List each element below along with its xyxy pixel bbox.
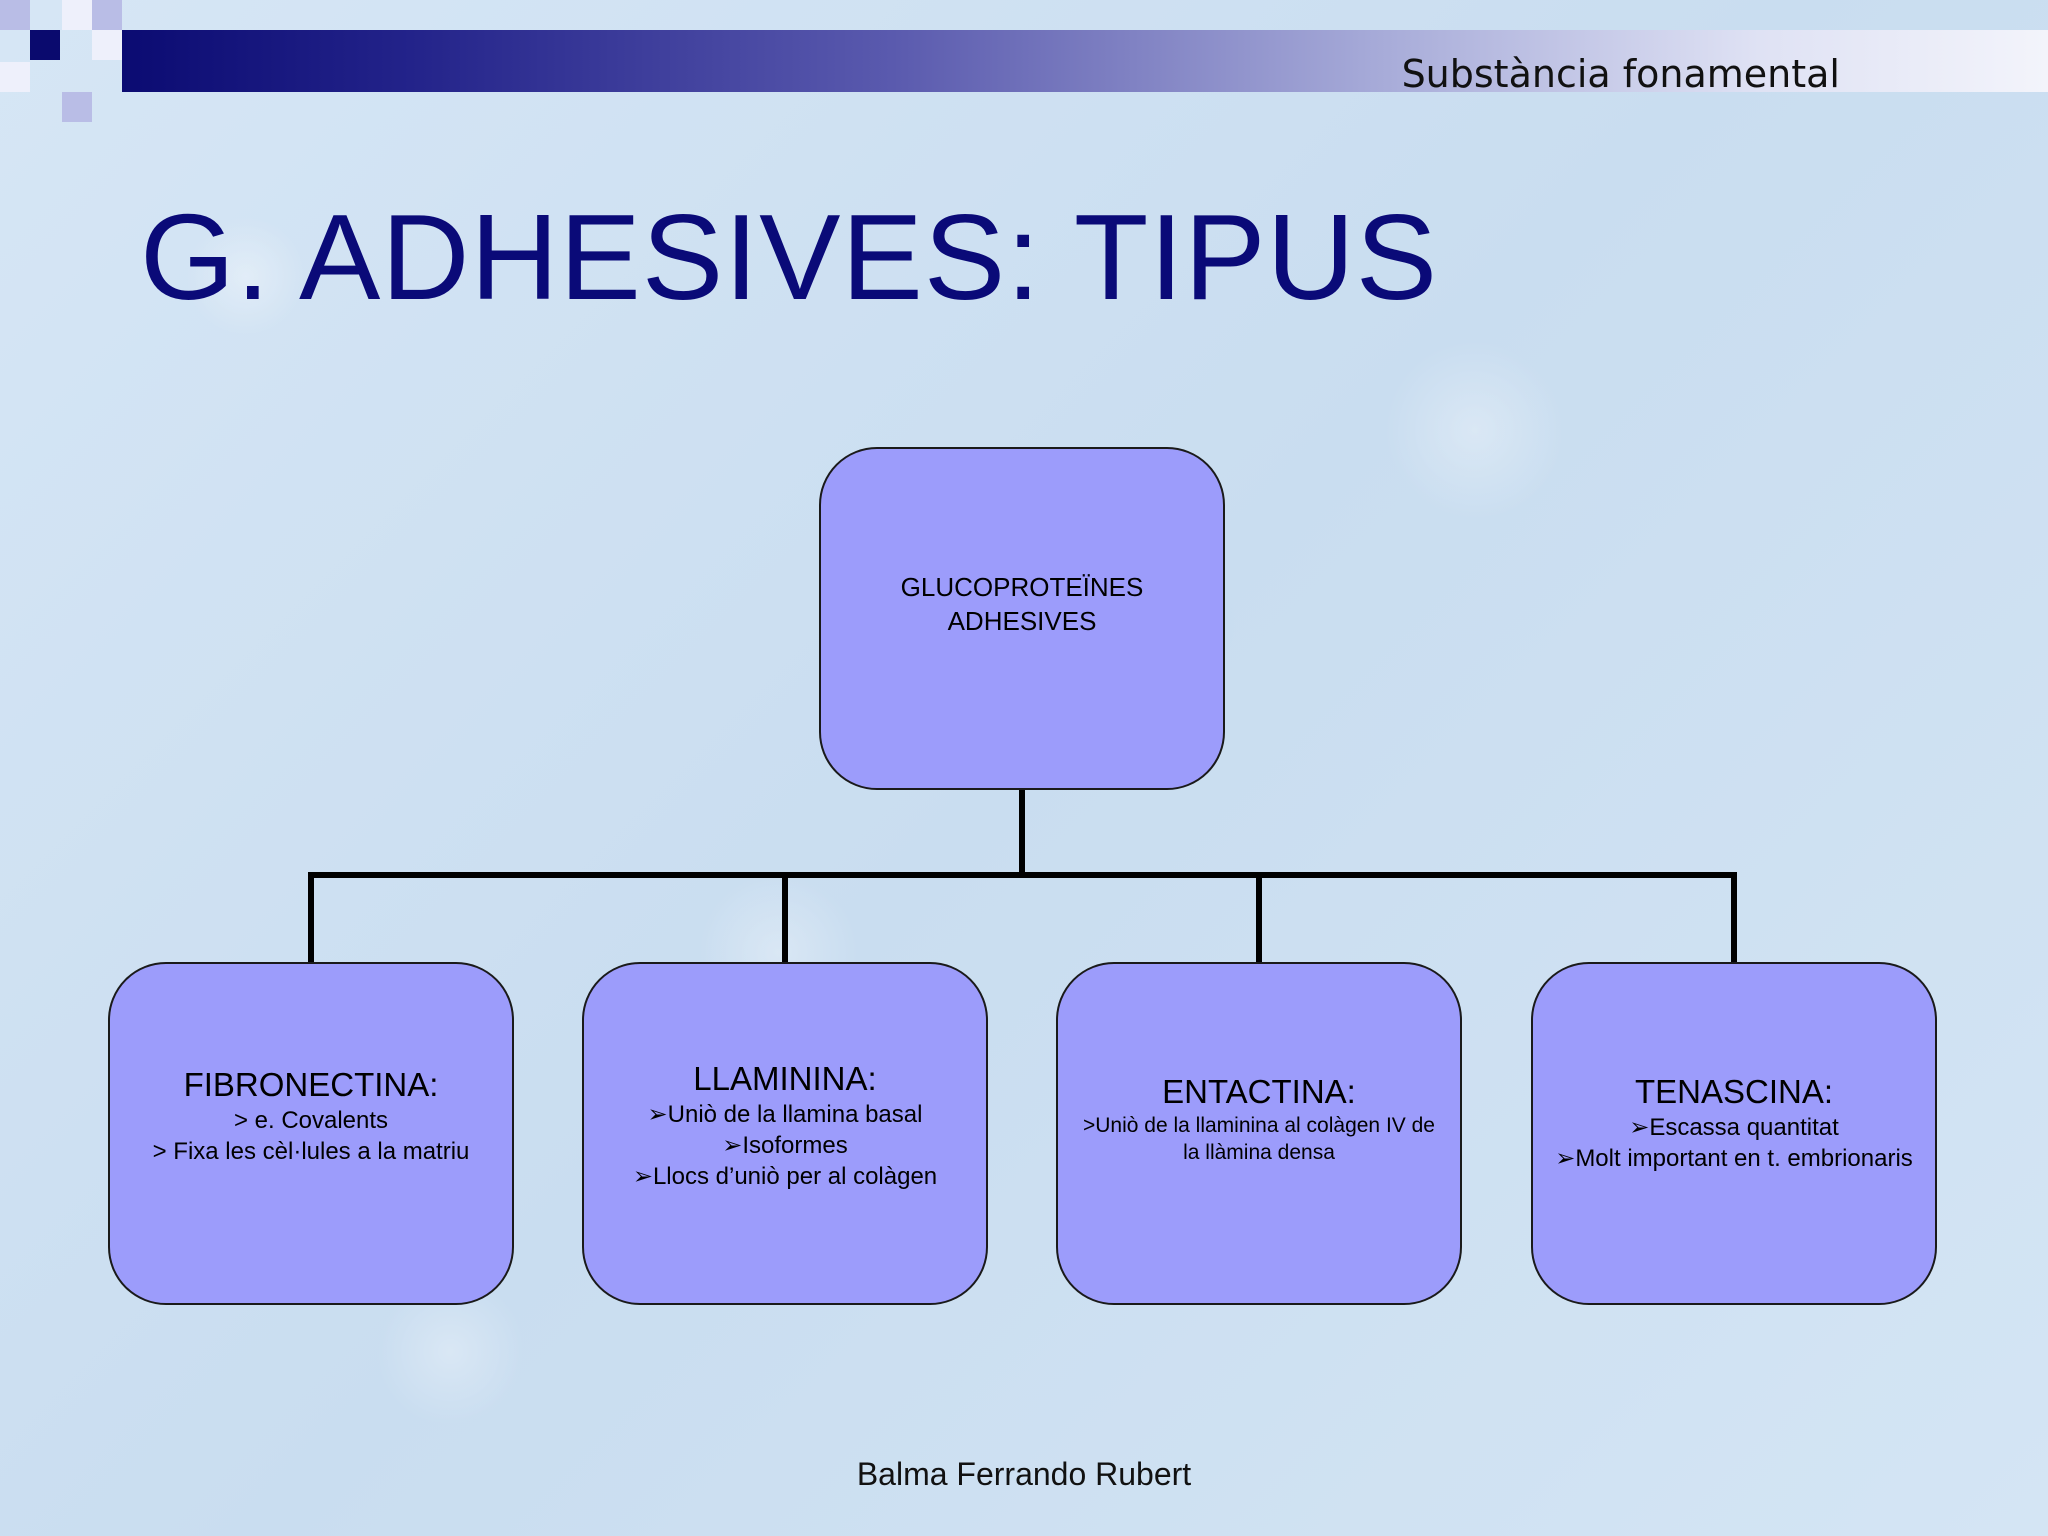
root-node: GLUCOPROTEÏNES ADHESIVES	[819, 447, 1225, 790]
node-heading: TENASCINA:	[1634, 1072, 1834, 1110]
node-line: ➢Molt important en t. embrionaris	[1555, 1144, 1913, 1172]
child-node-llaminina: LLAMININA: ➢Uniò de la llamina basal ➢Is…	[582, 962, 988, 1305]
child-node-entactina: ENTACTINA: >Uniò de la llaminina al colà…	[1056, 962, 1462, 1305]
decor-square	[0, 0, 30, 30]
slide-title: G. ADHESIVES: TIPUS	[140, 189, 1439, 325]
node-heading: LLAMININA:	[693, 1060, 877, 1097]
node-line: ➢Escassa quantitat	[1629, 1113, 1839, 1141]
node-line: >Uniò de la llaminina al colàgen IV de l…	[1083, 1113, 1435, 1164]
decor-square	[92, 30, 122, 60]
decor-square	[92, 0, 122, 30]
node-heading: ENTACTINA:	[1162, 1072, 1356, 1110]
node-line: ➢Uniò de la llamina basal	[647, 1101, 923, 1128]
slide-footer-author: Balma Ferrando Rubert	[856, 1456, 1192, 1492]
node-line: > Fixa les cèl·lules a la matriu	[152, 1137, 470, 1165]
node-line: > e. Covalents	[233, 1106, 389, 1134]
decor-square	[62, 92, 92, 122]
root-node-label: GLUCOPROTEÏNES ADHESIVES	[900, 571, 1144, 636]
child-node-tenascina: TENASCINA: ➢Escassa quantitat ➢Molt impo…	[1531, 962, 1937, 1305]
node-line: ➢Llocs d’uniò per al colàgen	[632, 1163, 938, 1190]
node-heading: FIBRONECTINA:	[183, 1065, 439, 1103]
decor-square	[0, 62, 30, 92]
decor-square	[62, 0, 92, 30]
child-node-fibronectina: FIBRONECTINA: > e. Covalents > Fixa les …	[108, 962, 514, 1305]
node-line: ➢Isoformes	[722, 1132, 848, 1159]
header-bar	[122, 30, 2048, 92]
header-section-title: Substància fonamental	[1401, 52, 1840, 96]
decor-square	[30, 30, 60, 60]
